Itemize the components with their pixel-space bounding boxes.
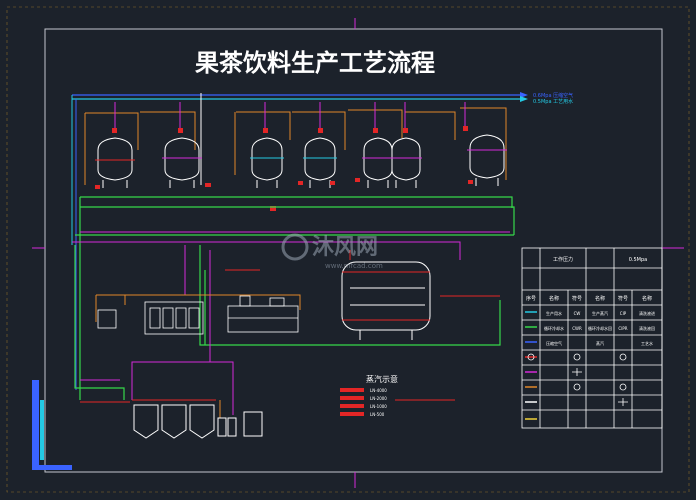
legend-item-2: LN-2000: [370, 396, 387, 401]
top-valves: [95, 126, 473, 211]
legend-item-1: LN-4000: [370, 388, 387, 393]
red-steam-lines: [80, 269, 500, 403]
green-header-lines: [74, 196, 515, 400]
tank-connector-lines: [84, 107, 507, 185]
compressed-air-label: 0.6Mpa 压缩空气: [533, 92, 573, 99]
table-col-6: 名称: [642, 295, 652, 302]
table-r2-c5: CIPR: [618, 326, 627, 331]
tank-3: [250, 137, 284, 188]
table-header-cell-2: 工作压力: [553, 256, 573, 263]
tank-2: [162, 137, 202, 188]
watermark-url: www.mfcad.com: [325, 262, 383, 270]
top-tank-row: [95, 134, 507, 188]
table-r1-c2: 生产用水: [546, 310, 562, 316]
table-r2-c3: CWR: [572, 326, 582, 331]
table-valve-symbols: [527, 353, 628, 406]
table-header-cell-4: 0.5Mpa: [629, 257, 648, 263]
table-r2-c2: 循环冷却水: [544, 325, 564, 331]
table-r2-c6: 清洗液回: [639, 325, 655, 331]
tank-5: [362, 137, 394, 188]
tank-7: [467, 134, 507, 186]
legend-table-text: 工作压力 0.5Mpa 序号 名称 符号 名称 符号 名称 生产用水 CW 生产…: [526, 256, 655, 346]
table-r3-c2: 压缩空气: [546, 340, 562, 346]
watermark-logo-icon: [281, 233, 309, 261]
bottom-tank-row: [132, 399, 263, 439]
drawing-title: 果茶饮料生产工艺流程: [195, 48, 435, 77]
tank-4: [303, 137, 337, 188]
watermark-brand: 沐风网: [312, 235, 378, 260]
table-r1-c6: 清洗液进: [639, 310, 655, 316]
orange-process-lines: [95, 294, 301, 418]
watermark: 沐风网 www.mfcad.com: [281, 233, 383, 270]
table-r2-c4: 循环冷却水回: [588, 325, 612, 331]
table-col-3: 符号: [572, 295, 582, 302]
sterilizer-equipment: [97, 295, 299, 335]
process-water-label: 0.5Mpa 工艺用水: [533, 98, 573, 105]
legend-item-4: LN-500: [370, 412, 385, 417]
table-col-2: 名称: [549, 295, 559, 302]
table-r1-c3: CW: [574, 311, 581, 316]
tank-feed-lines-magenta: [114, 102, 466, 130]
legend-table: [521, 247, 663, 429]
tank-6: [390, 137, 422, 188]
steam-legend: 蒸汽示意 LN-4000 LN-2000 LN-1000 LN-500: [340, 374, 455, 417]
top-utility-lines: 0.6Mpa 压缩空气 0.5Mpa 工艺用水: [71, 92, 573, 390]
table-r1-c4: 生产蒸汽: [592, 310, 608, 316]
table-col-5: 符号: [618, 295, 628, 302]
table-col-1: 序号: [526, 295, 536, 302]
horizontal-retort: [341, 250, 431, 340]
left-edge-markers: [32, 380, 72, 470]
table-col-4: 名称: [595, 295, 605, 302]
table-line-samples: [525, 311, 537, 420]
legend-item-3: LN-1000: [370, 404, 387, 409]
table-r1-c5: CIP: [620, 311, 627, 316]
tank-1: [95, 137, 135, 188]
steam-legend-title: 蒸汽示意: [366, 374, 398, 384]
table-r3-c6: 工艺水: [641, 340, 653, 346]
table-r3-c4: 蒸汽: [596, 340, 604, 346]
outer-sheet-border: [6, 6, 690, 493]
